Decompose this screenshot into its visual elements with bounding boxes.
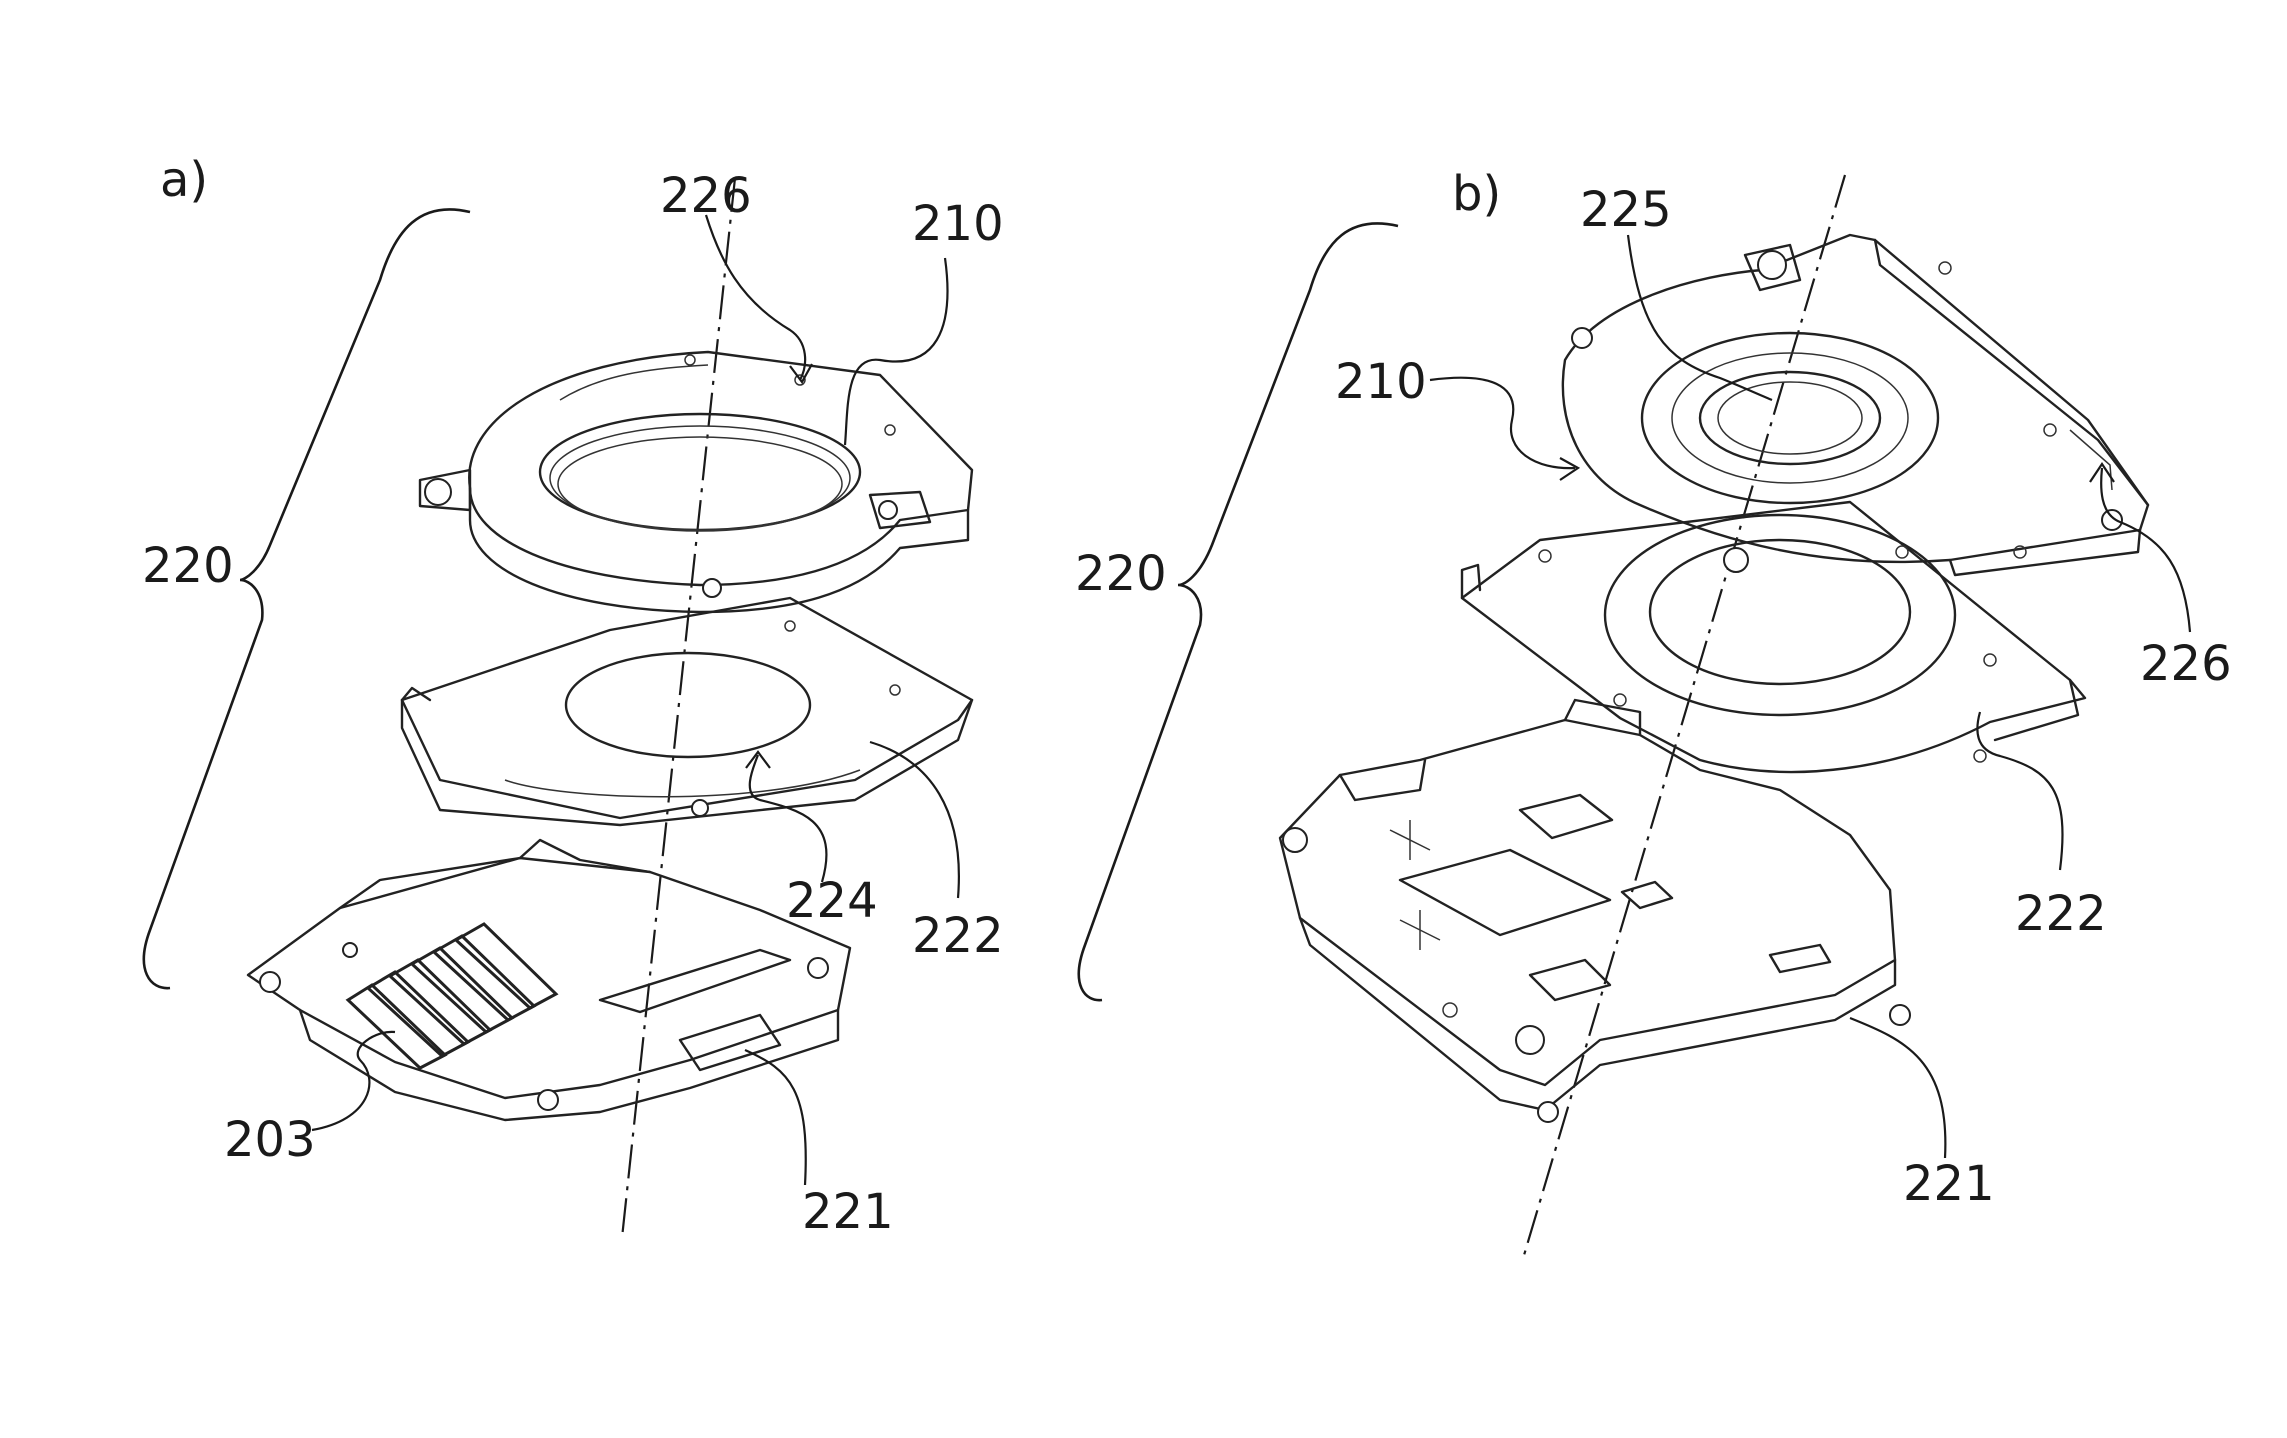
panel-b-leader-210 <box>1430 378 1575 468</box>
panel-a-leader-210 <box>845 258 947 445</box>
panel-a-label-222: 222 <box>912 908 1004 964</box>
panel-b-label-221: 221 <box>1903 1156 1995 1212</box>
panel-a-heatsink-203 <box>348 924 556 1068</box>
panel-a-label-221: 221 <box>802 1184 894 1240</box>
panel-a-caption: a) <box>160 152 208 208</box>
panel-a-leader-224 <box>750 755 827 882</box>
panel-b-housing-221 <box>1280 700 1910 1122</box>
panel-b-axis-line <box>1522 175 1845 1262</box>
panel-b-label-222: 222 <box>2015 886 2107 942</box>
panel-b-label-210: 210 <box>1335 354 1427 410</box>
panel-b-plate-222 <box>1462 502 2085 772</box>
panel-b-label-220: 220 <box>1075 546 1167 602</box>
panel-a-brace-220 <box>144 209 470 988</box>
panel-a-label-203: 203 <box>224 1112 316 1168</box>
panel-b: b) <box>1075 166 2232 1262</box>
panel-b-caption: b) <box>1452 166 1501 222</box>
panel-a-leader-226 <box>706 215 805 380</box>
panel-a-label-226: 226 <box>660 168 752 224</box>
panel-b-brace-220 <box>1079 223 1398 1000</box>
panel-a: a) <box>142 152 1004 1240</box>
panel-a-leader-221 <box>745 1050 806 1185</box>
panel-b-leader-226 <box>2101 468 2190 632</box>
panel-b-leader-222 <box>1977 712 2062 870</box>
panel-a-label-210: 210 <box>912 196 1004 252</box>
panel-b-label-226: 226 <box>2140 636 2232 692</box>
panel-a-label-224: 224 <box>786 873 878 929</box>
panel-a-leader-224-arrow <box>746 752 770 768</box>
panel-b-leader-221 <box>1850 1018 1945 1158</box>
panel-a-housing-221 <box>248 840 850 1120</box>
panel-a-leader-222 <box>870 742 959 898</box>
panel-b-label-225: 225 <box>1580 182 1672 238</box>
panel-a-label-220: 220 <box>142 538 234 594</box>
panel-a-leader-203 <box>312 1032 395 1130</box>
panel-a-leader-226-arrow <box>790 364 812 382</box>
panel-a-fan-210 <box>420 352 972 612</box>
